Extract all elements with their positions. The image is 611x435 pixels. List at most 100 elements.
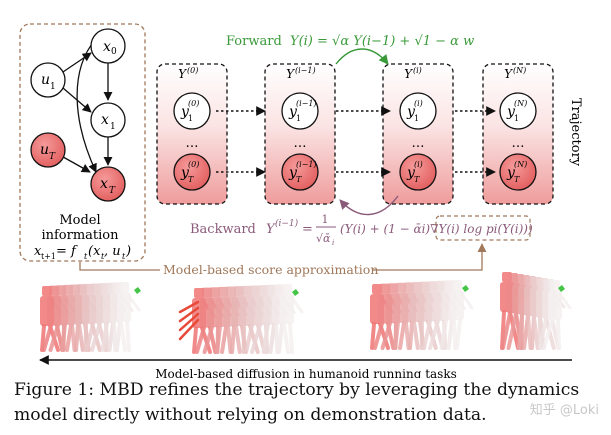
column-title-sup: (0) — [187, 66, 198, 75]
forward-process: Forward Y(i) = √α Y(i−1) + √1 − α w — [226, 34, 474, 65]
svg-text:x: x — [101, 112, 109, 128]
humanoid-robot-2 — [370, 280, 474, 350]
svg-text:T: T — [414, 175, 420, 184]
node-x0: x 0 — [90, 28, 126, 64]
node-u1: u 1 — [30, 62, 66, 98]
svg-text:y: y — [180, 165, 190, 181]
svg-text:t: t — [122, 252, 126, 261]
column-title: Y — [404, 67, 413, 81]
backward-equation: Y (i−1) = 1 √ᾱ i (Y(i) + (1 − ᾱi)∇Y(i) l… — [266, 213, 533, 247]
svg-text:(0): (0) — [188, 160, 199, 169]
svg-text:(i−1): (i−1) — [296, 160, 317, 169]
node-uT: u T — [30, 132, 66, 168]
column-title: Y — [286, 67, 295, 81]
caption-line-1: Figure 1: MBD refines the trajectory by … — [14, 380, 580, 400]
column-connectors — [216, 106, 496, 177]
trajectory-label: Trajectory — [568, 98, 583, 167]
column-title-sup: (N) — [513, 66, 526, 75]
svg-text:y: y — [506, 165, 516, 181]
svg-text:x: x — [34, 244, 42, 259]
forward-arrow — [335, 48, 389, 65]
model-information-box: x 0 u 1 x 1 u T x T Model information x … — [19, 23, 146, 262]
svg-text:x: x — [103, 39, 111, 55]
dynamics-equation: x t+1 = f t (x t , u t ) — [34, 244, 131, 261]
svg-text:(0): (0) — [188, 99, 199, 108]
svg-text:Y: Y — [266, 222, 276, 237]
watermark: 知乎 @Loki — [529, 403, 599, 418]
svg-text:y: y — [288, 165, 298, 181]
node-x1: x 1 — [90, 102, 126, 138]
svg-text:1: 1 — [514, 114, 519, 123]
svg-text:1: 1 — [414, 114, 419, 123]
score-approximation: Model-based score approximation — [79, 243, 487, 277]
svg-text:y: y — [288, 104, 298, 120]
model-label-line1: Model — [59, 213, 100, 228]
svg-text:1: 1 — [296, 114, 301, 123]
svg-text:T: T — [514, 175, 520, 184]
humanoid-robot-3 — [500, 272, 572, 350]
backward-process: Backward Y (i−1) = 1 √ᾱ i (Y(i) + (1 − ᾱ… — [190, 195, 533, 247]
svg-text:= f: = f — [56, 244, 78, 259]
forward-label: Forward — [226, 34, 282, 49]
svg-text:(i): (i) — [414, 99, 423, 108]
svg-text:t: t — [101, 252, 105, 261]
score-term-highlight — [435, 215, 531, 241]
svg-text:(i−1): (i−1) — [296, 99, 317, 108]
column-title: Y — [178, 67, 187, 81]
svg-text:T: T — [109, 186, 116, 196]
robot-caption: Model-based diffusion in humanoid runnin… — [155, 367, 457, 378]
svg-text:u: u — [40, 142, 49, 158]
svg-text:(i): (i) — [414, 160, 423, 169]
svg-text:(x: (x — [88, 244, 101, 259]
svg-text:=: = — [302, 222, 313, 237]
svg-text:(N): (N) — [514, 160, 527, 169]
svg-text:(i−1): (i−1) — [275, 218, 299, 229]
ellipsis: … — [186, 136, 199, 151]
svg-text:(N): (N) — [514, 99, 527, 108]
svg-text:t: t — [84, 252, 88, 261]
backward-label: Backward — [190, 222, 256, 237]
svg-text:T: T — [296, 175, 302, 184]
ellipsis: … — [294, 136, 307, 151]
svg-text:T: T — [49, 152, 56, 162]
ellipsis: … — [512, 136, 525, 151]
svg-text:y: y — [180, 104, 190, 120]
svg-text:x: x — [100, 176, 108, 192]
score-label: Model-based score approximation — [163, 262, 378, 277]
humanoid-robot-1 — [178, 284, 304, 354]
svg-text:u: u — [41, 72, 50, 88]
svg-text:1: 1 — [188, 114, 193, 123]
svg-text:1: 1 — [50, 82, 56, 92]
svg-text:1: 1 — [322, 213, 329, 226]
model-label-line2: information — [41, 228, 119, 243]
svg-text:0: 0 — [111, 47, 117, 57]
svg-text:y: y — [406, 104, 416, 120]
column-title: Y — [504, 67, 513, 81]
forward-equation: Y(i) = √α Y(i−1) + √1 − α w — [290, 34, 474, 49]
svg-text:t+1: t+1 — [41, 252, 56, 261]
humanoid-running-illustrations — [40, 272, 572, 354]
svg-text:y: y — [406, 165, 416, 181]
ellipsis: … — [412, 136, 425, 151]
svg-text:T: T — [188, 175, 194, 184]
backward-arrow — [339, 195, 399, 216]
node-xT: x T — [90, 166, 126, 202]
svg-text:, u: , u — [104, 244, 121, 259]
svg-text:y: y — [506, 104, 516, 120]
humanoid-robot-0 — [40, 282, 141, 352]
svg-text:i: i — [332, 239, 334, 247]
caption-line-2: model directly without relying on demons… — [14, 405, 487, 425]
svg-text:): ) — [125, 244, 131, 259]
